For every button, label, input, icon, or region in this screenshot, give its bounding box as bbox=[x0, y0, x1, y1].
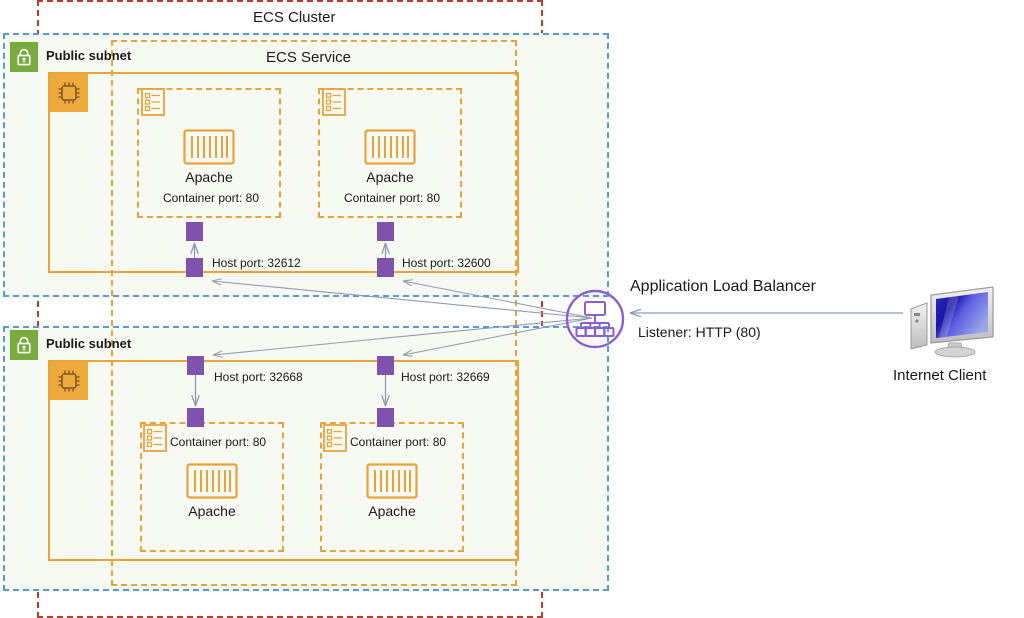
ec2-instance-box-top bbox=[48, 72, 519, 273]
host-port-marker bbox=[377, 356, 394, 375]
public-subnet-bottom-boundary bbox=[3, 326, 609, 591]
host-port-label: Host port: 32600 bbox=[402, 256, 491, 270]
container-port-label: Container port: 80 bbox=[343, 191, 441, 205]
load-balancer-label: Application Load Balancer bbox=[630, 278, 816, 295]
container-port-marker bbox=[187, 408, 204, 427]
lock-icon bbox=[10, 330, 38, 360]
ec2-instance-icon bbox=[50, 362, 88, 400]
host-port-marker bbox=[186, 258, 203, 277]
public-subnet-top-boundary bbox=[3, 33, 609, 297]
host-port-label: Host port: 32668 bbox=[214, 370, 303, 384]
ecs-cluster-boundary-top bbox=[37, 0, 543, 2]
container-port-label: Container port: 80 bbox=[170, 435, 267, 449]
ec2-instance-icon bbox=[50, 74, 88, 112]
container-port-label: Container port: 80 bbox=[162, 191, 260, 205]
task-definition-icon bbox=[323, 424, 347, 452]
load-balancer-icon bbox=[565, 289, 625, 349]
desktop-computer-icon bbox=[905, 283, 1000, 363]
ecs-cluster-label: ECS Cluster bbox=[253, 9, 336, 26]
container-port-marker bbox=[377, 222, 394, 241]
public-subnet-label-top: Public subnet bbox=[46, 48, 132, 63]
app-label: Apache bbox=[188, 503, 236, 519]
host-port-label: Host port: 32612 bbox=[212, 256, 301, 270]
ec2-instance-box-bottom bbox=[48, 360, 519, 561]
task-definition-icon bbox=[141, 88, 165, 116]
ecs-service-label: ECS Service bbox=[266, 49, 352, 66]
app-label: Apache bbox=[366, 169, 414, 185]
host-port-marker bbox=[187, 356, 204, 375]
container-port-marker bbox=[377, 408, 394, 427]
listener-label: Listener: HTTP (80) bbox=[638, 324, 761, 340]
task-definition-icon bbox=[322, 88, 346, 116]
host-port-marker bbox=[377, 258, 394, 277]
task-box-3 bbox=[140, 422, 284, 552]
task-box-1 bbox=[137, 88, 281, 218]
container-port-label: Container port: 80 bbox=[350, 435, 447, 449]
app-label: Apache bbox=[185, 169, 233, 185]
task-definition-icon bbox=[143, 424, 167, 452]
internet-client-label: Internet Client bbox=[893, 367, 987, 384]
app-label: Apache bbox=[368, 503, 416, 519]
container-icon bbox=[186, 463, 238, 499]
task-box-2 bbox=[318, 88, 462, 218]
container-icon bbox=[364, 129, 416, 165]
container-icon bbox=[183, 129, 235, 165]
public-subnet-label-bottom: Public subnet bbox=[46, 336, 132, 351]
lock-icon bbox=[10, 42, 38, 72]
container-port-marker bbox=[186, 222, 203, 241]
host-port-label: Host port: 32669 bbox=[401, 370, 490, 384]
container-icon bbox=[366, 463, 418, 499]
